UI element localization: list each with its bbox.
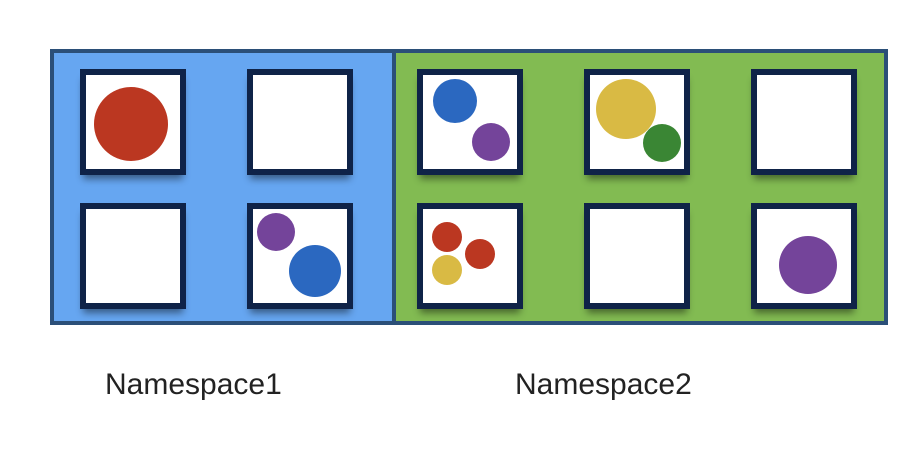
red-circle-icon	[94, 87, 168, 161]
purple-circle-icon	[472, 123, 510, 161]
namespace1-region	[50, 49, 396, 325]
pod-box	[417, 203, 523, 309]
blue-circle-icon	[433, 79, 477, 123]
pod-box	[584, 203, 690, 309]
red-circle-icon	[465, 239, 495, 269]
pod-box	[247, 69, 353, 175]
yellow-circle-icon	[596, 79, 656, 139]
pod-box	[80, 203, 186, 309]
yellow-circle-icon	[432, 255, 462, 285]
purple-circle-icon	[779, 236, 837, 294]
pod-box	[751, 203, 857, 309]
red-circle-icon	[432, 222, 462, 252]
pod-box	[417, 69, 523, 175]
pod-box	[80, 69, 186, 175]
namespace1-label: Namespace1	[105, 368, 282, 401]
namespace2-region	[392, 49, 888, 325]
pod-box	[584, 69, 690, 175]
pod-box	[751, 69, 857, 175]
purple-circle-icon	[257, 213, 295, 251]
green-circle-icon	[643, 124, 681, 162]
namespace2-label: Namespace2	[515, 368, 692, 401]
blue-circle-icon	[289, 245, 341, 297]
pod-box	[247, 203, 353, 309]
